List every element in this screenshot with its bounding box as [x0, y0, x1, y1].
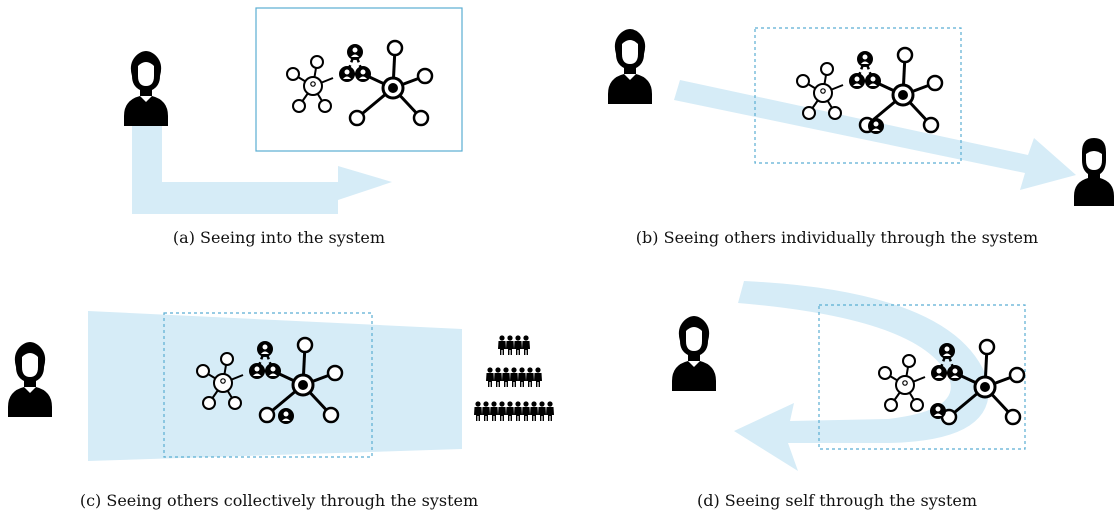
system-box	[163, 312, 373, 458]
panel-a-illustration	[124, 7, 463, 214]
panel-d-illustration	[672, 281, 1026, 471]
gaze-beam-c	[88, 311, 462, 461]
panel-b-illustration	[608, 27, 1114, 206]
viewer-person-icon	[608, 29, 652, 104]
extra-user-node-icon	[930, 403, 946, 419]
system-box	[754, 27, 962, 164]
caption-d: (d) Seeing self through the system	[696, 491, 978, 510]
panel-a: (a) Seeing into the system	[0, 0, 558, 261]
caption-b: (b) Seeing others individually through t…	[635, 228, 1039, 247]
panel-c-illustration	[8, 311, 554, 461]
gaze-loop-arrow-d	[734, 281, 989, 471]
viewer-person-icon	[672, 316, 716, 391]
extra-user-node-icon	[868, 118, 884, 134]
viewer-person-icon	[8, 342, 52, 417]
crowd-icon	[474, 335, 554, 421]
other-person-icon	[1074, 138, 1114, 206]
panel-c: (c) Seeing others collectively through t…	[0, 261, 558, 522]
network-graph-icon	[285, 39, 434, 127]
system-box	[255, 7, 463, 152]
gaze-arrow-b	[674, 80, 1076, 190]
panel-b: (b) Seeing others individually through t…	[558, 0, 1116, 261]
panel-d: (d) Seeing self through the system	[558, 261, 1116, 522]
extra-user-node-icon	[278, 408, 294, 424]
viewer-person-icon	[124, 51, 168, 126]
gaze-arrow-a	[132, 125, 392, 214]
caption-a: (a) Seeing into the system	[172, 228, 386, 247]
caption-c: (c) Seeing others collectively through t…	[79, 491, 479, 510]
